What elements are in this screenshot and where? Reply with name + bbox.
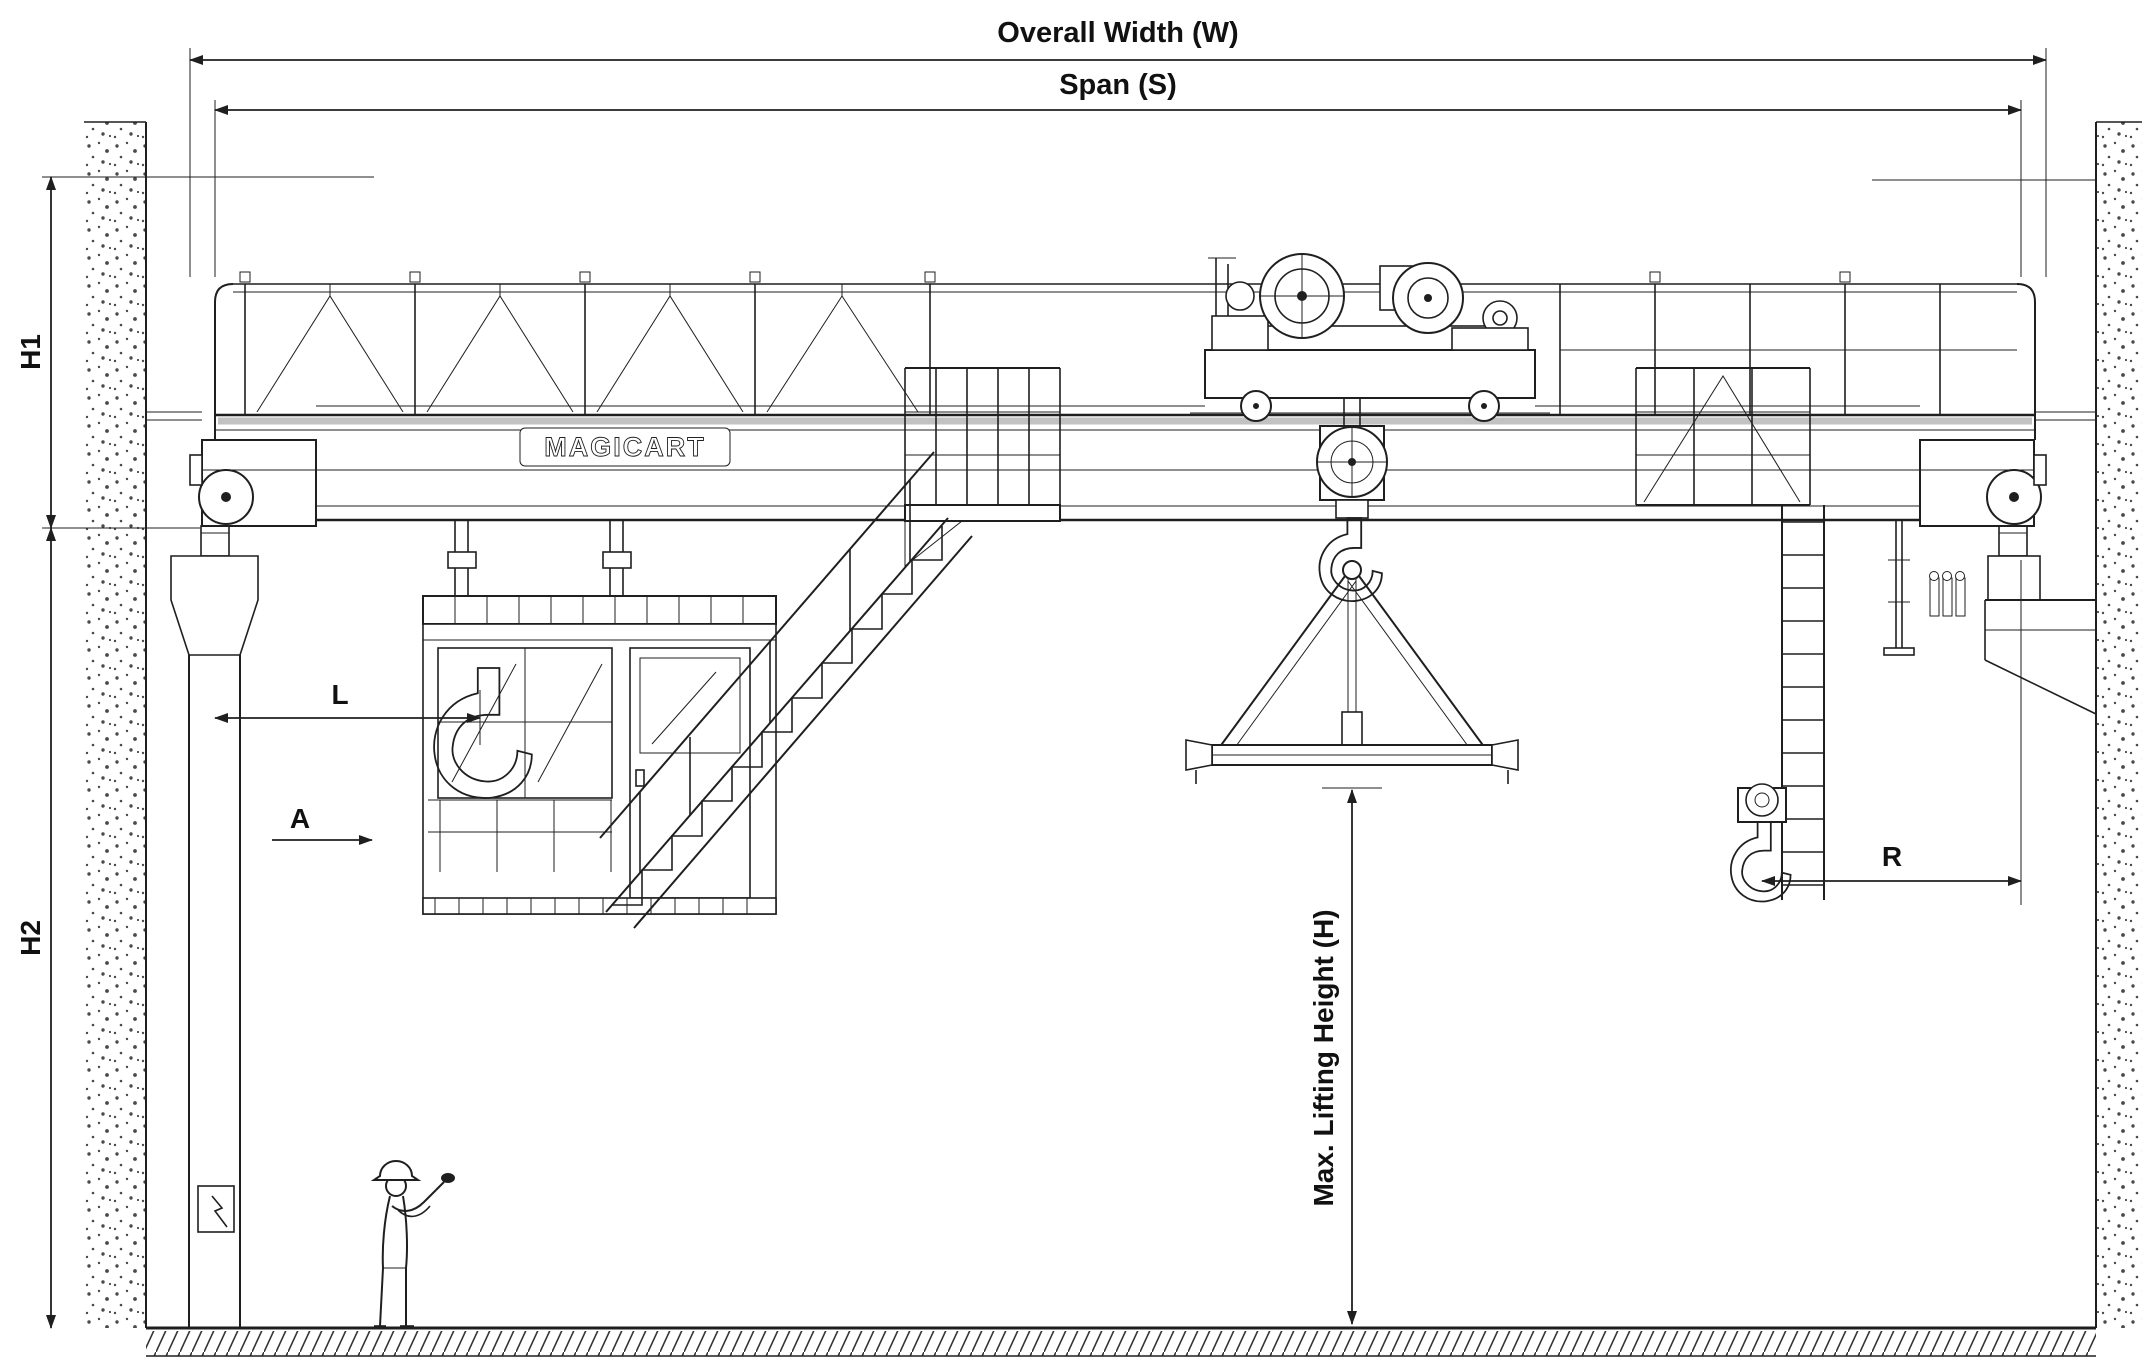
overall-width-label: Overall Width (W) bbox=[997, 17, 1238, 49]
operator-cab bbox=[422, 520, 777, 915]
runway-corbel-right bbox=[1984, 411, 2097, 905]
control-pendant bbox=[441, 1173, 455, 1183]
staircase bbox=[599, 451, 973, 929]
runway-column-left bbox=[146, 411, 259, 1328]
service-pipes bbox=[1883, 520, 1966, 656]
lightning-icon bbox=[211, 1195, 228, 1228]
lifting-beam-sling bbox=[1185, 560, 1519, 784]
h1-label: H1 bbox=[15, 334, 46, 370]
max-lifting-height-label: Max. Lifting Height (H) bbox=[1308, 909, 1339, 1206]
main-hook-block bbox=[1316, 425, 1388, 603]
hoist-trolley bbox=[1204, 253, 1536, 428]
access-ladder bbox=[1781, 505, 1825, 900]
end-truck-right bbox=[1919, 439, 2047, 527]
buffer-left bbox=[189, 454, 203, 486]
dimensions: Overall Width (W) Span (S) H1 H2 L A R M… bbox=[15, 17, 2047, 1329]
power-box bbox=[197, 1185, 235, 1233]
building-walls bbox=[84, 121, 2142, 1328]
l-label: L bbox=[331, 679, 348, 710]
door-handle bbox=[635, 769, 645, 787]
view-a-label: A bbox=[290, 803, 310, 834]
stair-platform bbox=[904, 367, 1061, 568]
aux-hook-block bbox=[1729, 783, 1792, 903]
brand-plate bbox=[519, 427, 731, 467]
right-walkway-railing bbox=[1635, 367, 1811, 506]
hard-hat-icon bbox=[370, 1160, 422, 1181]
end-truck-left bbox=[189, 439, 317, 527]
r-label: R bbox=[1882, 841, 1902, 872]
brand-logo: MAGICART bbox=[544, 432, 705, 462]
span-label: Span (S) bbox=[1059, 69, 1177, 101]
worker-figure bbox=[370, 1160, 455, 1327]
ground bbox=[146, 1326, 2096, 1357]
h2-label: H2 bbox=[15, 920, 46, 956]
buffer-right bbox=[2033, 454, 2047, 486]
bridge-railing bbox=[233, 271, 2017, 415]
bridge-girder: MAGICART bbox=[214, 283, 2036, 522]
